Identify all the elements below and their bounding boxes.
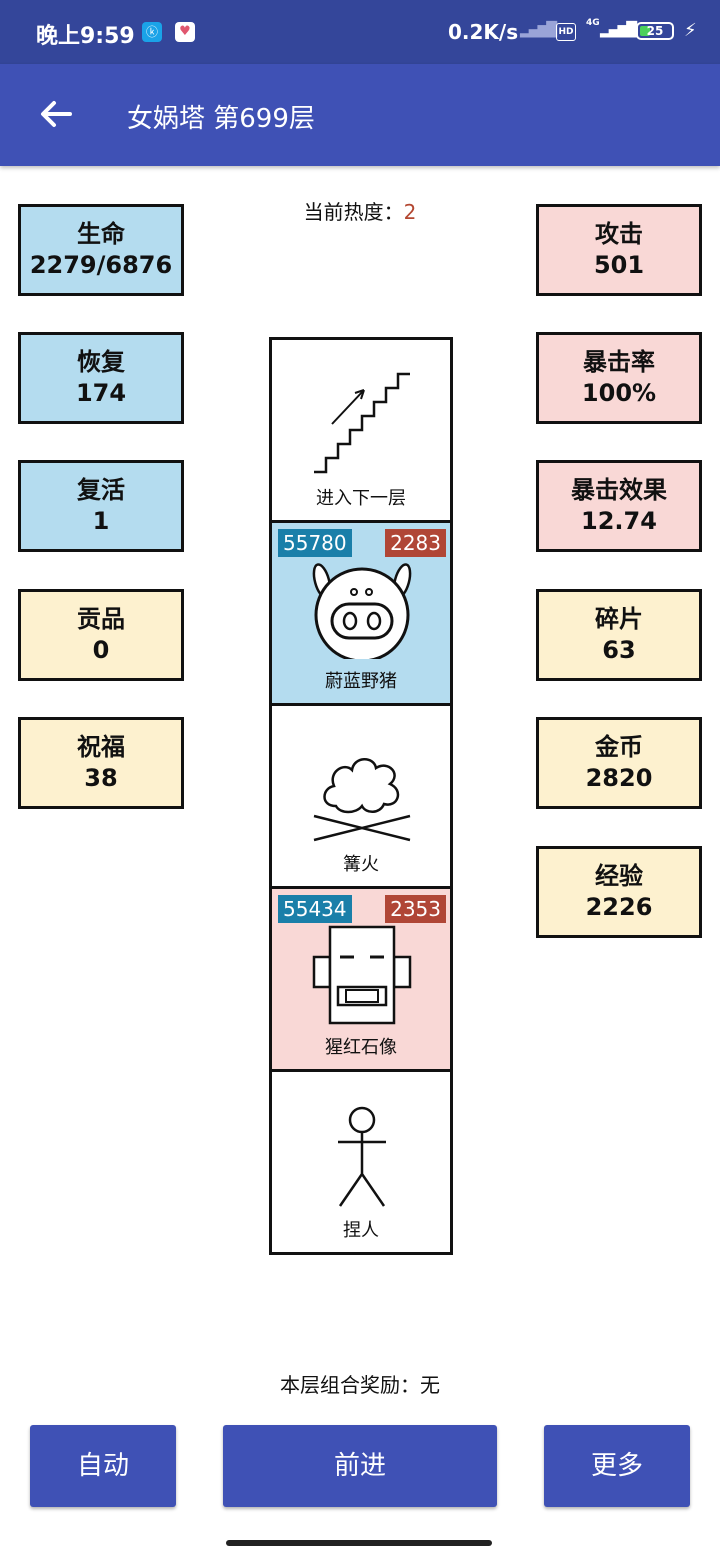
stat-label: 金币 bbox=[595, 733, 643, 761]
stat-regen: 恢复 174 bbox=[18, 332, 184, 424]
cell-label: 猩红石像 bbox=[325, 1037, 397, 1058]
charging-icon: ⚡ bbox=[684, 20, 697, 41]
stat-experience: 经验 2226 bbox=[536, 846, 702, 938]
tower-cell-enemy-statue[interactable]: 55434 2353 猩红石像 bbox=[272, 889, 450, 1072]
stat-label: 暴击效果 bbox=[571, 476, 667, 504]
net-speed: 0.2K/s bbox=[448, 20, 519, 44]
stat-label: 恢复 bbox=[77, 348, 125, 376]
stat-value: 12.74 bbox=[581, 507, 657, 535]
stat-value: 100% bbox=[581, 379, 657, 407]
enemy-hp-badge: 55434 bbox=[278, 895, 352, 923]
stat-value: 174 bbox=[75, 379, 127, 407]
statue-icon bbox=[312, 925, 412, 1025]
stat-value: 38 bbox=[84, 764, 118, 792]
stat-label: 攻击 bbox=[595, 220, 643, 248]
status-time: 晚上9:59 bbox=[36, 24, 135, 49]
heat-label: 当前热度： bbox=[303, 200, 404, 224]
stairs-icon bbox=[314, 372, 410, 474]
floor-combo-reward: 本层组合奖励：无 bbox=[280, 1373, 440, 1397]
stickman-icon bbox=[338, 1106, 386, 1207]
tower-cell-create-character[interactable]: 捏人 bbox=[272, 1072, 450, 1255]
signal-icon: ▂▄▆█ bbox=[600, 22, 637, 38]
stat-attack: 攻击 501 bbox=[536, 204, 702, 296]
stat-label: 暴击率 bbox=[583, 348, 655, 376]
stat-fragments: 碎片 63 bbox=[536, 589, 702, 681]
app-notification-icon: ⓚ bbox=[142, 22, 162, 42]
tower-column: 进入下一层 55780 2283 蔚蓝野猪 篝火 55434 2353 bbox=[269, 337, 453, 1255]
cell-label: 蔚蓝野猪 bbox=[325, 671, 397, 692]
stat-hp: 生命 2279/6876 bbox=[18, 204, 184, 296]
enemy-atk-badge: 2283 bbox=[385, 529, 446, 557]
stat-crit-effect: 暴击效果 12.74 bbox=[536, 460, 702, 552]
stat-value: 2820 bbox=[585, 764, 653, 792]
stat-label: 生命 bbox=[77, 220, 125, 248]
stat-blessing: 祝福 38 bbox=[18, 717, 184, 809]
back-button[interactable] bbox=[36, 94, 76, 134]
stat-value: 2226 bbox=[585, 893, 653, 921]
auto-button[interactable]: 自动 bbox=[30, 1425, 176, 1507]
heat-value: 2 bbox=[403, 200, 417, 224]
forward-button[interactable]: 前进 bbox=[223, 1425, 497, 1507]
tower-cell-next-floor[interactable]: 进入下一层 bbox=[272, 340, 450, 523]
battery-level: 25 bbox=[646, 24, 664, 38]
stat-value: 2279/6876 bbox=[29, 251, 173, 279]
cell-label: 捏人 bbox=[343, 1220, 379, 1241]
stat-label: 复活 bbox=[77, 476, 125, 504]
stat-label: 贡品 bbox=[77, 605, 125, 633]
home-indicator[interactable] bbox=[226, 1540, 492, 1546]
status-bar: 晚上9:59 ⓚ ♥ 0.2K/s ▂▄▆█ HD 4G ▂▄▆█ 25 ⚡ bbox=[0, 0, 720, 64]
stat-tribute: 贡品 0 bbox=[18, 589, 184, 681]
enemy-atk-badge: 2353 bbox=[385, 895, 446, 923]
arrow-left-icon bbox=[41, 101, 72, 127]
app-bar: 女娲塔 第699层 bbox=[0, 64, 720, 166]
stat-value: 0 bbox=[92, 636, 110, 664]
tower-cell-enemy-boar[interactable]: 55780 2283 蔚蓝野猪 bbox=[272, 523, 450, 706]
page-title: 女娲塔 第699层 bbox=[127, 104, 315, 134]
heat-indicator: 当前热度：2 bbox=[0, 196, 720, 225]
stat-gold: 金币 2820 bbox=[536, 717, 702, 809]
cell-label: 篝火 bbox=[343, 854, 379, 875]
stat-revive: 复活 1 bbox=[18, 460, 184, 552]
stat-value: 1 bbox=[92, 507, 110, 535]
network-type: 4G bbox=[586, 18, 600, 28]
boar-icon bbox=[312, 563, 412, 659]
stat-crit-rate: 暴击率 100% bbox=[536, 332, 702, 424]
signal-icon: ▂▄▆█ bbox=[520, 22, 557, 38]
stat-label: 碎片 bbox=[595, 605, 643, 633]
battery-icon: 25 bbox=[636, 22, 674, 40]
more-button[interactable]: 更多 bbox=[544, 1425, 690, 1507]
stat-label: 经验 bbox=[595, 862, 643, 890]
stat-label: 祝福 bbox=[77, 733, 125, 761]
health-app-icon: ♥ bbox=[175, 22, 195, 42]
stat-value: 63 bbox=[602, 636, 636, 664]
hd-icon: HD bbox=[556, 23, 576, 41]
cell-label: 进入下一层 bbox=[316, 488, 406, 509]
stat-value: 501 bbox=[593, 251, 645, 279]
tower-cell-campfire[interactable]: 篝火 bbox=[272, 706, 450, 889]
enemy-hp-badge: 55780 bbox=[278, 529, 352, 557]
campfire-icon bbox=[313, 758, 411, 842]
